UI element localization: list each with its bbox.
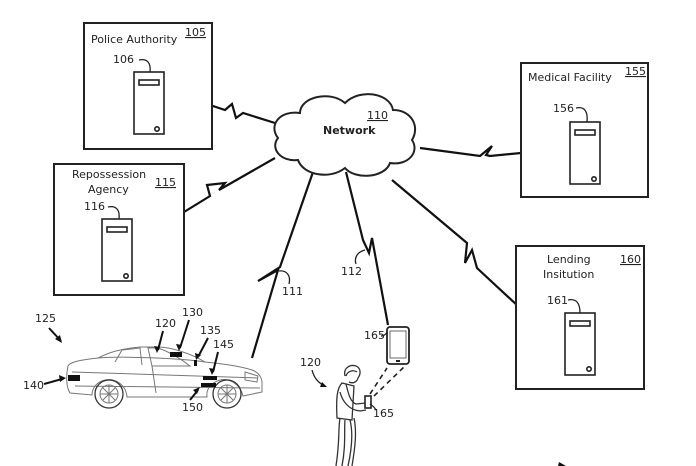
server-medical-icon bbox=[569, 121, 601, 185]
component-145 bbox=[203, 376, 217, 380]
component-135 bbox=[194, 360, 197, 366]
component-130-arrowhead bbox=[176, 344, 182, 351]
mobile-device-in-hand bbox=[364, 395, 372, 409]
server-lending-ref: 161 bbox=[547, 294, 568, 307]
component-145-ref: 145 bbox=[213, 338, 234, 351]
link-repossession-network bbox=[157, 157, 276, 229]
component-150 bbox=[201, 383, 216, 387]
component-135-ref: 135 bbox=[200, 324, 221, 337]
mobile-device-ref-lower: 165 bbox=[373, 407, 394, 420]
link-ref-111-text: 111 bbox=[282, 285, 303, 298]
entity-repossession-ref: 115 bbox=[155, 176, 176, 189]
entity-repossession-label-2: Agency bbox=[88, 183, 129, 196]
link-ref-112: 112 bbox=[341, 249, 366, 278]
component-140-arrow bbox=[43, 378, 63, 385]
entity-repossession-agency[interactable]: Repossession Agency 115 116 bbox=[53, 163, 185, 296]
server-repossession-ref: 116 bbox=[84, 200, 105, 213]
component-120-ref: 120 bbox=[155, 317, 176, 330]
partial-arrow-mark bbox=[558, 462, 566, 466]
entity-police-label: Police Authority bbox=[91, 33, 178, 46]
component-150-ref: 150 bbox=[182, 401, 203, 414]
rear-wheel bbox=[94, 379, 124, 409]
entity-police-ref: 105 bbox=[185, 26, 206, 39]
component-140 bbox=[68, 375, 80, 381]
component-150-arrowhead bbox=[193, 387, 200, 394]
component-140-ref: 140 bbox=[23, 379, 44, 392]
entity-lending-label-2: Insitution bbox=[543, 268, 594, 281]
server-lending-leader bbox=[567, 298, 581, 314]
server-police-leader bbox=[138, 58, 151, 73]
entity-lending-institution[interactable]: Lending Insitution 160 161 bbox=[515, 245, 645, 390]
server-repossession-icon bbox=[101, 218, 133, 282]
server-medical-ref: 156 bbox=[553, 102, 574, 115]
component-130-ref: 130 bbox=[182, 306, 203, 319]
vehicle-ref: 125 bbox=[35, 312, 56, 325]
link-vehicle-network-111 bbox=[250, 171, 315, 359]
component-140-arrowhead bbox=[59, 375, 66, 382]
entity-lending-ref: 160 bbox=[620, 253, 641, 266]
mobile-device-ref-lower-leader bbox=[369, 403, 377, 411]
vehicle-group[interactable]: 125 120 bbox=[23, 306, 263, 414]
vehicle-ref-arrowhead bbox=[55, 335, 62, 343]
component-145-arrowhead bbox=[209, 368, 215, 375]
car-illustration bbox=[66, 346, 263, 409]
link-ref-112-text: 112 bbox=[341, 265, 362, 278]
link-police-network bbox=[179, 93, 276, 125]
front-wheel bbox=[212, 379, 242, 409]
person-illustration bbox=[335, 364, 372, 466]
link-medical-network bbox=[419, 145, 553, 158]
link-lending-network bbox=[391, 179, 548, 334]
entity-medical-label: Medical Facility bbox=[528, 71, 612, 84]
network-ref: 110 bbox=[367, 109, 388, 122]
entity-medical-ref: 155 bbox=[625, 65, 646, 78]
entity-police-authority[interactable]: Police Authority 105 106 bbox=[83, 22, 213, 150]
user-group[interactable]: 120 165 165 bbox=[300, 326, 410, 466]
link-ref-111: 111 bbox=[278, 270, 303, 298]
user-ref-arrowhead bbox=[320, 382, 327, 387]
component-135-arrowhead bbox=[195, 353, 201, 360]
component-120-arrowhead bbox=[154, 346, 160, 353]
entity-medical-facility[interactable]: Medical Facility 155 156 bbox=[520, 62, 649, 198]
user-ref: 120 bbox=[300, 356, 321, 369]
mobile-device-ref-upper: 165 bbox=[364, 329, 385, 342]
projection-lines bbox=[369, 365, 406, 397]
mobile-device-ref-upper-leader bbox=[380, 331, 388, 337]
server-lending-icon bbox=[564, 312, 596, 376]
server-police-ref: 106 bbox=[113, 53, 134, 66]
component-130 bbox=[170, 352, 182, 357]
component-145-arrow bbox=[212, 351, 219, 373]
entity-repossession-label-1: Repossession bbox=[72, 168, 146, 181]
link-mobile-network-112 bbox=[344, 171, 390, 326]
network-label: Network bbox=[323, 124, 376, 137]
mobile-device-enlarged[interactable] bbox=[386, 326, 410, 365]
entity-lending-label-1: Lending bbox=[547, 253, 591, 266]
server-repossession-leader bbox=[107, 205, 120, 220]
component-135-arrow bbox=[197, 337, 209, 358]
component-130-arrow bbox=[179, 319, 190, 349]
server-medical-leader bbox=[575, 106, 588, 123]
server-police-icon bbox=[133, 71, 165, 135]
network-cloud[interactable]: Network 110 bbox=[273, 93, 417, 177]
